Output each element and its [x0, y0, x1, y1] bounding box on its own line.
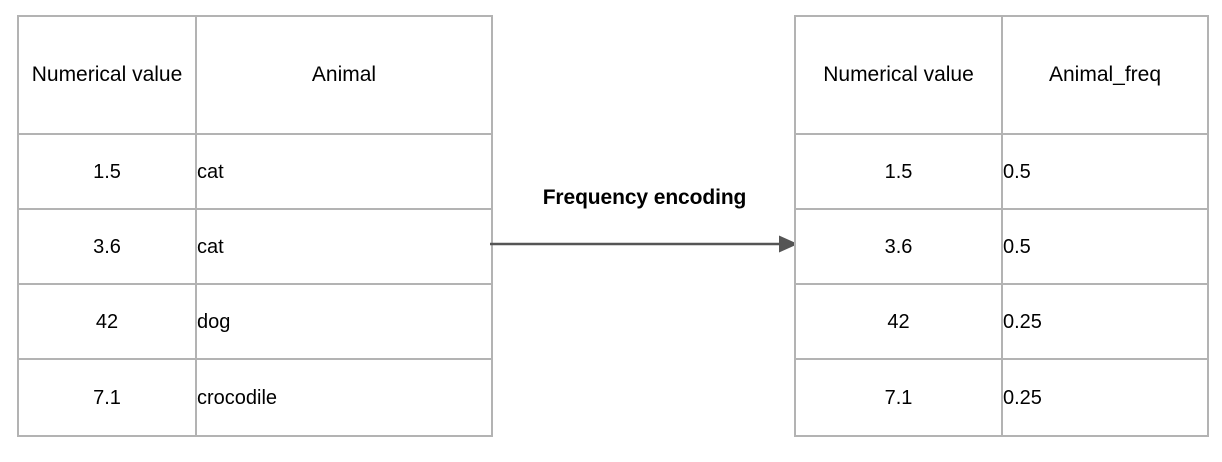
table-row: 3.6 0.5	[794, 208, 1209, 285]
cell-animal-freq: 0.5	[1001, 208, 1209, 285]
cell-numerical-value: 7.1	[794, 358, 1003, 437]
transformation-label: Frequency encoding	[542, 186, 747, 209]
transformation-connector: Frequency encoding	[487, 186, 802, 266]
table-row: 42 dog	[17, 283, 493, 360]
cell-numerical-value: 1.5	[17, 133, 197, 210]
cell-animal: dog	[195, 283, 493, 360]
column-header-animal-freq: Animal_freq	[1001, 15, 1209, 135]
table-row: 1.5 cat	[17, 133, 493, 210]
cell-numerical-value: 42	[17, 283, 197, 360]
table-row: 7.1 0.25	[794, 358, 1209, 437]
encoded-data-table: Numerical value Animal_freq 1.5 0.5 3.6 …	[794, 15, 1209, 437]
cell-animal: cat	[195, 208, 493, 285]
cell-animal-freq: 0.25	[1001, 358, 1209, 437]
right-arrow-icon	[490, 235, 798, 253]
cell-numerical-value: 42	[794, 283, 1003, 360]
column-header-numerical-value: Numerical value	[794, 15, 1003, 135]
table-row: 3.6 cat	[17, 208, 493, 285]
cell-animal-freq: 0.5	[1001, 133, 1209, 210]
cell-animal: crocodile	[195, 358, 493, 437]
cell-numerical-value: 3.6	[794, 208, 1003, 285]
table-header-row: Numerical value Animal_freq	[794, 15, 1209, 135]
original-data-table: Numerical value Animal 1.5 cat 3.6 cat 4…	[17, 15, 493, 437]
table-row: 42 0.25	[794, 283, 1209, 360]
table-row: 1.5 0.5	[794, 133, 1209, 210]
column-header-numerical-value: Numerical value	[17, 15, 197, 135]
cell-animal: cat	[195, 133, 493, 210]
cell-numerical-value: 3.6	[17, 208, 197, 285]
cell-numerical-value: 7.1	[17, 358, 197, 437]
cell-animal-freq: 0.25	[1001, 283, 1209, 360]
column-header-animal: Animal	[195, 15, 493, 135]
cell-numerical-value: 1.5	[794, 133, 1003, 210]
table-row: 7.1 crocodile	[17, 358, 493, 437]
table-header-row: Numerical value Animal	[17, 15, 493, 135]
